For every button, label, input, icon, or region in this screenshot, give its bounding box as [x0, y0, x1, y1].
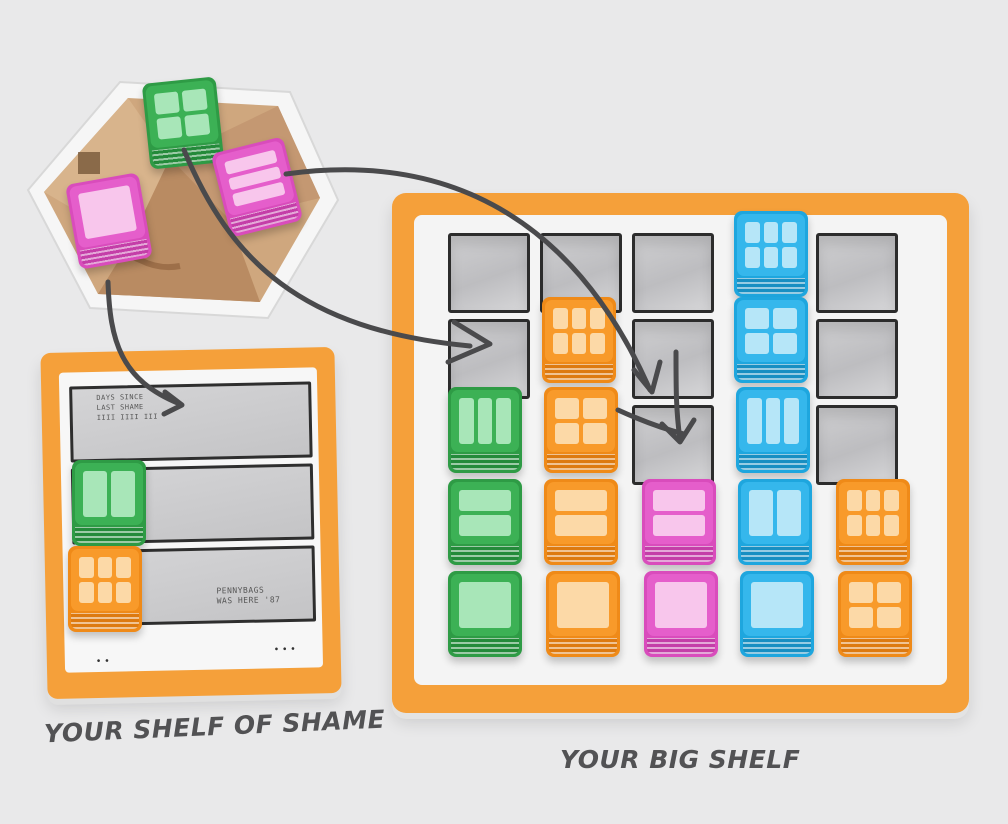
die-side — [647, 638, 715, 654]
die-side — [549, 638, 617, 654]
die-side — [451, 638, 519, 654]
shelf-die-orange[interactable] — [542, 297, 616, 383]
die-face — [549, 574, 617, 636]
die-face — [451, 482, 519, 544]
die-side — [451, 454, 519, 470]
die-face — [741, 482, 809, 544]
arrow-to-big-shelf-mid-head — [631, 359, 663, 395]
shelf-die-pink[interactable] — [644, 571, 718, 657]
die-side — [547, 454, 615, 470]
shelf-die-blue[interactable] — [734, 297, 808, 383]
die-face — [75, 463, 143, 525]
die-face — [547, 482, 615, 544]
die-face — [647, 574, 715, 636]
die-side — [739, 454, 807, 470]
arrow-to-big-shelf-left-head — [445, 319, 493, 365]
die-side — [741, 546, 809, 562]
arrow-to-shame-shelf-head — [161, 389, 185, 417]
die-face — [547, 390, 615, 452]
die-face — [645, 482, 713, 544]
shelf-die-orange-right[interactable] — [838, 571, 912, 657]
arrow-to-big-shelf-mid — [283, 167, 653, 393]
die-face — [545, 300, 613, 362]
die-face — [451, 390, 519, 452]
die-face — [739, 390, 807, 452]
big-shelf-slot[interactable] — [632, 233, 714, 313]
die-face — [71, 549, 139, 611]
die-face — [743, 574, 811, 636]
big-shelf — [392, 193, 969, 713]
die-face — [737, 214, 805, 276]
shelf-die-green[interactable] — [448, 479, 522, 565]
shelf-die-orange-right[interactable] — [836, 479, 910, 565]
shelf-die-orange[interactable] — [544, 387, 618, 473]
shelf-die-blue[interactable] — [738, 479, 812, 565]
shelf-die-green[interactable] — [448, 571, 522, 657]
big-shelf-label: YOUR BIG SHELF — [560, 745, 801, 774]
arrow-to-big-shelf-left — [181, 147, 473, 349]
die-side — [737, 364, 805, 380]
die-side — [75, 527, 143, 543]
die-side — [547, 546, 615, 562]
die-side — [743, 638, 811, 654]
die-face — [841, 574, 909, 636]
arrow-into-slot — [615, 407, 687, 437]
die-face — [451, 574, 519, 636]
die-side — [451, 546, 519, 562]
shelf-die-orange[interactable] — [544, 479, 618, 565]
big-shelf-slot[interactable] — [816, 319, 898, 399]
shelf-die-blue[interactable] — [734, 211, 808, 297]
big-shelf-slot[interactable] — [448, 233, 530, 313]
die-side — [737, 278, 805, 294]
die-face — [839, 482, 907, 544]
die-side — [839, 546, 907, 562]
shelf-die-pink[interactable] — [642, 479, 716, 565]
shelf-die-blue[interactable] — [740, 571, 814, 657]
shelf-die-blue[interactable] — [736, 387, 810, 473]
shame-die-orange[interactable] — [68, 546, 142, 632]
shelf-die-orange[interactable] — [546, 571, 620, 657]
arrow-to-shame-shelf — [105, 279, 183, 407]
die-side — [841, 638, 909, 654]
shelf-die-green[interactable] — [448, 387, 522, 473]
shame-die-green[interactable] — [72, 460, 146, 546]
arrow-to-big-shelf-right — [673, 349, 683, 443]
die-side — [71, 613, 139, 629]
big-shelf-slot[interactable] — [816, 233, 898, 313]
die-face — [737, 300, 805, 362]
die-side — [645, 546, 713, 562]
die-side — [545, 364, 613, 380]
